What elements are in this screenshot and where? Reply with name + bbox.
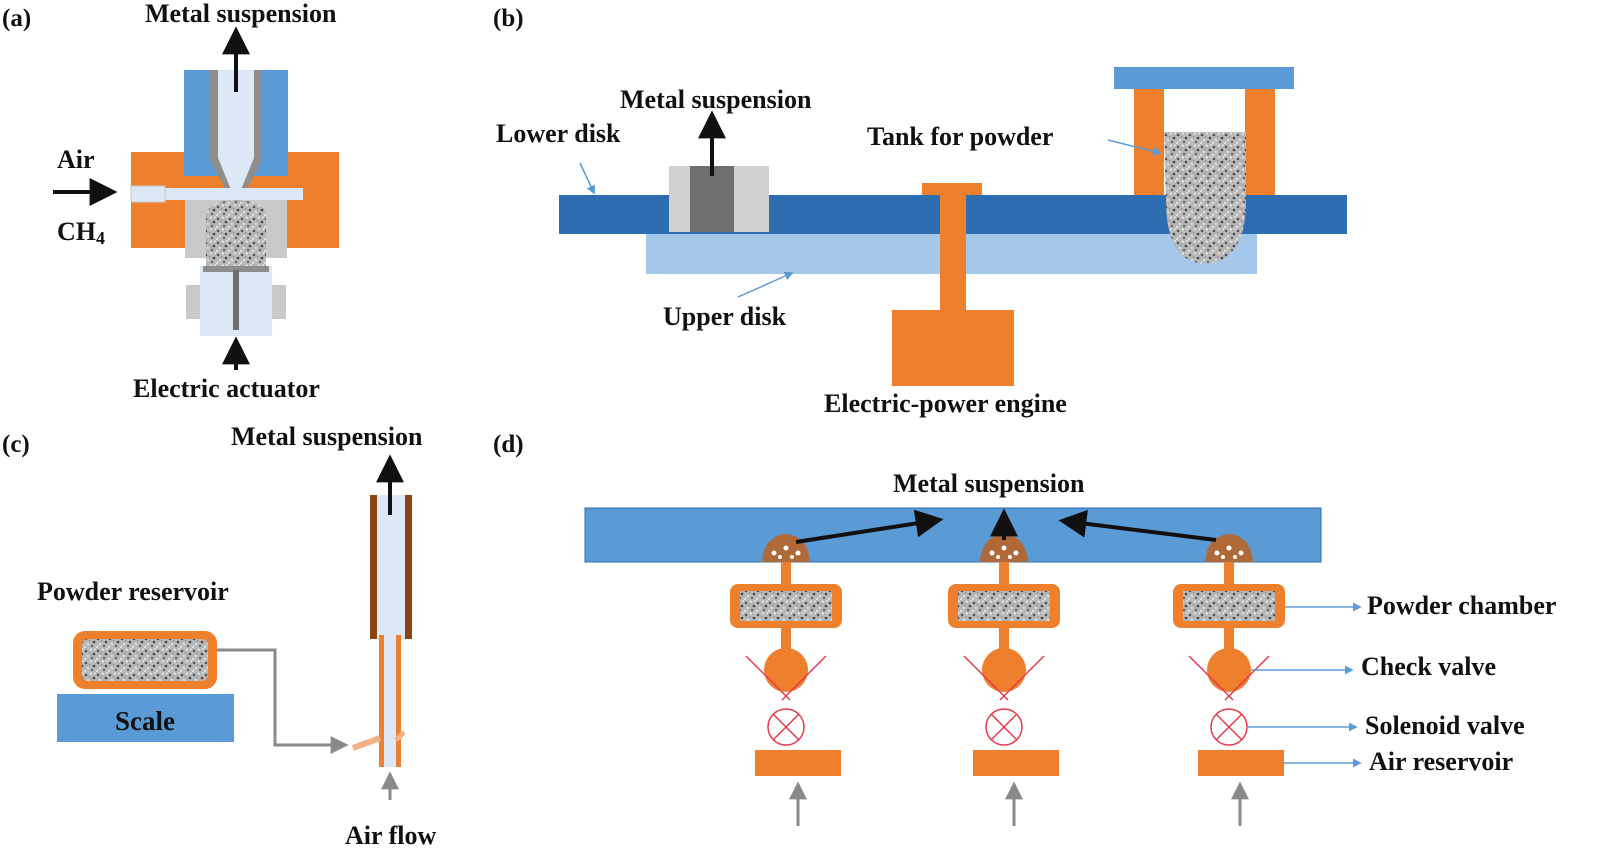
reservoir-powder bbox=[82, 639, 208, 681]
check-valve-line bbox=[1188, 655, 1234, 701]
dome-dot bbox=[790, 555, 794, 559]
stem-mid bbox=[781, 628, 791, 652]
label-scale: Scale bbox=[115, 706, 175, 736]
engine-block bbox=[892, 310, 1014, 386]
stem-upper bbox=[999, 562, 1009, 584]
label-upper-disk: Upper disk bbox=[663, 302, 787, 331]
feed-line bbox=[217, 648, 349, 754]
dome-dot bbox=[1013, 550, 1019, 556]
feeder-unit-3 bbox=[1173, 534, 1285, 826]
label-air: Air bbox=[57, 145, 95, 174]
piston-guide-left bbox=[186, 285, 200, 319]
label-ch4: CH4 bbox=[57, 217, 105, 248]
label-powder-chamber: Powder chamber bbox=[1367, 591, 1556, 620]
tank-top-plate bbox=[1114, 67, 1294, 89]
powder-cylinder bbox=[206, 200, 266, 266]
label-tank-for-powder: Tank for powder bbox=[867, 122, 1053, 151]
feeder-unit-2 bbox=[948, 534, 1060, 826]
dome-dot bbox=[1001, 545, 1007, 551]
dome-dot bbox=[783, 545, 789, 551]
upper-disk-leader bbox=[737, 271, 794, 298]
air-reservoir bbox=[1198, 750, 1284, 776]
label-metal-suspension-a: Metal suspension bbox=[145, 0, 337, 28]
shaft bbox=[940, 190, 966, 312]
solenoid-x bbox=[772, 713, 800, 741]
solenoid-x bbox=[1215, 713, 1243, 741]
dome-dot bbox=[996, 555, 1000, 559]
feeder-unit-1 bbox=[730, 534, 842, 826]
lower-disk-leader bbox=[579, 162, 596, 195]
panel-a: (a) Metal suspension Air CH4 Electric ac… bbox=[2, 0, 339, 403]
piston-plate bbox=[203, 266, 269, 272]
manifold-bar bbox=[584, 507, 1322, 563]
label-air-flow: Air flow bbox=[345, 821, 436, 849]
tank-post-right bbox=[1245, 89, 1275, 195]
dome-dot bbox=[1238, 550, 1244, 556]
flow-arrow-right bbox=[1058, 509, 1217, 542]
stem-mid bbox=[1224, 628, 1234, 652]
check-valve-line bbox=[1224, 655, 1270, 701]
dome-dot bbox=[1221, 555, 1225, 559]
air-reservoir bbox=[755, 750, 841, 776]
chamber-powder bbox=[740, 591, 832, 621]
solenoid-x bbox=[990, 713, 1018, 741]
tube-neck-inner bbox=[384, 635, 396, 767]
dome-dot bbox=[795, 550, 801, 556]
side-inlet-right bbox=[394, 730, 406, 742]
stem-upper bbox=[1224, 562, 1234, 584]
label-lower-disk: Lower disk bbox=[496, 119, 621, 148]
stem-mid bbox=[999, 628, 1009, 652]
piston-rod bbox=[233, 270, 239, 330]
dome-dot bbox=[1233, 555, 1237, 559]
air-reservoir bbox=[973, 750, 1059, 776]
dome-dot bbox=[1214, 550, 1220, 556]
label-metal-suspension-c: Metal suspension bbox=[231, 422, 423, 451]
piston-guide-right bbox=[272, 285, 286, 319]
dome-dot bbox=[1226, 545, 1232, 551]
panel-d-tag: (d) bbox=[493, 431, 524, 458]
air-channel bbox=[131, 188, 303, 200]
check-valve-line bbox=[745, 655, 791, 701]
panel-d: (d) bbox=[493, 431, 1556, 826]
panel-c: (c) Metal suspension Powder reservoir Sc… bbox=[2, 422, 436, 849]
scale bbox=[57, 694, 234, 742]
label-check-valve: Check valve bbox=[1361, 652, 1496, 681]
chamber-powder bbox=[958, 591, 1050, 621]
label-solenoid-valve: Solenoid valve bbox=[1365, 711, 1525, 740]
label-metal-suspension-b: Metal suspension bbox=[620, 85, 812, 114]
check-valve bbox=[982, 648, 1026, 692]
air-inlet bbox=[130, 185, 166, 203]
label-powder-reservoir: Powder reservoir bbox=[37, 577, 229, 606]
check-valve-line bbox=[999, 655, 1045, 701]
dome-dot bbox=[778, 555, 782, 559]
dome-dot bbox=[1008, 555, 1012, 559]
shaft-cap bbox=[922, 183, 982, 195]
label-air-reservoir: Air reservoir bbox=[1369, 747, 1513, 776]
dome-dot bbox=[989, 550, 995, 556]
label-metal-suspension-d: Metal suspension bbox=[893, 469, 1085, 498]
check-valve bbox=[764, 648, 808, 692]
side-inlet-left bbox=[351, 735, 382, 751]
panel-c-tag: (c) bbox=[2, 431, 30, 458]
powder-tank bbox=[1164, 132, 1246, 264]
tank-leader bbox=[1107, 139, 1162, 156]
nozzle-core bbox=[690, 166, 734, 232]
label-engine: Electric-power engine bbox=[824, 389, 1067, 418]
label-electric-actuator: Electric actuator bbox=[133, 374, 320, 403]
panel-b: (b) Metal suspension Lower disk Tank for… bbox=[493, 5, 1347, 418]
panel-b-tag: (b) bbox=[493, 5, 524, 32]
check-valve bbox=[1207, 648, 1251, 692]
check-valve-line bbox=[963, 655, 1009, 701]
dome-dot bbox=[771, 550, 777, 556]
flow-arrow-left bbox=[795, 509, 944, 544]
chamber-powder bbox=[1183, 591, 1275, 621]
tank-post-left bbox=[1134, 89, 1164, 195]
check-valve-line bbox=[781, 655, 827, 701]
nozzle-channel bbox=[218, 70, 254, 192]
tube-inner bbox=[377, 495, 405, 639]
panel-a-tag: (a) bbox=[2, 5, 31, 32]
stem-upper bbox=[781, 562, 791, 584]
